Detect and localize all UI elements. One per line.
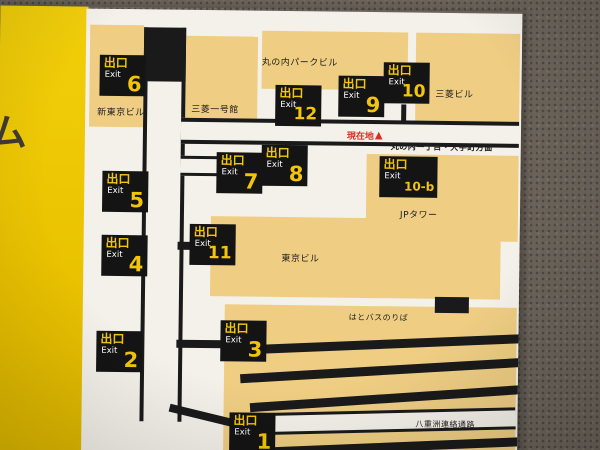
exit-jp-label: 出口 <box>387 63 412 78</box>
exit-7-box: 出口 Exit 7 <box>216 152 263 194</box>
exit-map-sign: ム 新 <box>0 5 523 450</box>
direction-label: 丸の内一丁目・大手町方面 <box>390 142 493 153</box>
exit-number: 4 <box>128 252 144 277</box>
exit-number: 10 <box>401 81 426 102</box>
exit-2-box: 出口 Exit 2 <box>96 330 143 373</box>
exit-jp-label: 出口 <box>220 153 245 168</box>
exit-10-box: 出口 Exit 10 <box>383 62 430 104</box>
building-label-jp-tower: JPタワー <box>399 210 438 221</box>
current-location-label: 現在地 <box>346 131 374 143</box>
building-tokyo <box>209 216 501 300</box>
exit-en-label: Exit <box>225 335 242 346</box>
exit-number: 7 <box>243 169 259 194</box>
exit-jp-label: 出口 <box>106 171 131 187</box>
exit-8-box: 出口 Exit 8 <box>261 144 308 187</box>
building-label-mitsubishi-ichigokan: 三菱一号館 <box>191 104 239 116</box>
exit-number: 12 <box>293 104 318 125</box>
exit-10b-box: 出口 Exit 10-b <box>379 156 438 198</box>
exit-5-box: 出口 Exit 5 <box>101 170 149 213</box>
building-label-shin-tokyo: 新東京ビル <box>97 107 145 119</box>
exit-number: 3 <box>247 337 263 362</box>
exit-number: 10-b <box>403 179 435 194</box>
exit-jp-label: 出口 <box>100 331 125 347</box>
exit-1-box: 出口 Exit 1 <box>229 412 276 450</box>
exit-jp-label: 出口 <box>105 235 130 251</box>
corridor-top-entrance <box>143 27 187 82</box>
corridor-stub-exit-3 <box>176 339 227 349</box>
exit-en-label: Exit <box>343 90 360 101</box>
corridor-vertical <box>139 27 187 422</box>
exit-jp-label: 出口 <box>279 85 304 101</box>
exit-en-label: Exit <box>101 345 118 356</box>
exit-en-label: Exit <box>266 159 283 170</box>
exit-en-label: Exit <box>107 185 124 197</box>
building-label-mitsubishi: 三菱ビル <box>435 89 474 101</box>
exit-number: 11 <box>207 243 232 264</box>
exit-en-label: Exit <box>104 69 121 80</box>
exit-en-label: Exit <box>384 171 401 182</box>
exit-en-label: Exit <box>106 249 123 261</box>
exit-6-box: 出口 Exit 6 <box>99 54 146 97</box>
exit-number: 5 <box>129 188 145 213</box>
exit-jp-label: 出口 <box>383 157 408 172</box>
exit-jp-label: 出口 <box>193 224 218 240</box>
exit-9-box: 出口 Exit 9 <box>338 75 385 118</box>
area-label-hato-bus: はとバスのりば <box>348 312 409 323</box>
building-label-marunouchi-park: 丸の内パークビル <box>261 57 338 69</box>
exit-11-box: 出口 Exit 11 <box>189 223 236 266</box>
exit-jp-label: 出口 <box>224 321 249 336</box>
exit-number: 6 <box>126 72 142 97</box>
exit-jp-label: 出口 <box>233 413 258 428</box>
partial-character: ム <box>0 110 28 155</box>
exit-number: 8 <box>288 162 304 187</box>
exit-jp-label: 出口 <box>265 145 290 161</box>
building-label-tokyo: 東京ビル <box>281 253 320 265</box>
current-location-triangle-icon: ▲ <box>374 129 383 141</box>
exit-jp-label: 出口 <box>342 76 367 91</box>
current-location-marker: 現在地 ▲ <box>347 129 383 142</box>
exit-number: 9 <box>365 92 381 118</box>
exit-en-label: Exit <box>234 427 251 438</box>
exit-jp-label: 出口 <box>103 55 128 71</box>
exit-en-label: Exit <box>221 167 238 178</box>
exit-number: 1 <box>256 429 272 450</box>
map-panel: 新東京ビル 三菱一号館 丸の内パークビル 三菱ビル JPタワー 東京ビル はとバ… <box>81 8 523 450</box>
exit-number: 2 <box>123 348 139 373</box>
exit-12-box: 出口 Exit 12 <box>275 84 322 127</box>
exit-4-box: 出口 Exit 4 <box>101 234 148 277</box>
small-structure-block <box>434 296 469 314</box>
exit-3-box: 出口 Exit 3 <box>220 320 267 362</box>
area-label-yaesu-passage: 八重洲連絡通路 <box>415 419 475 430</box>
corridor-stub-exit-10 <box>401 104 407 123</box>
sign-yellow-band: ム <box>0 5 89 450</box>
building-mitsubishi <box>414 32 521 132</box>
